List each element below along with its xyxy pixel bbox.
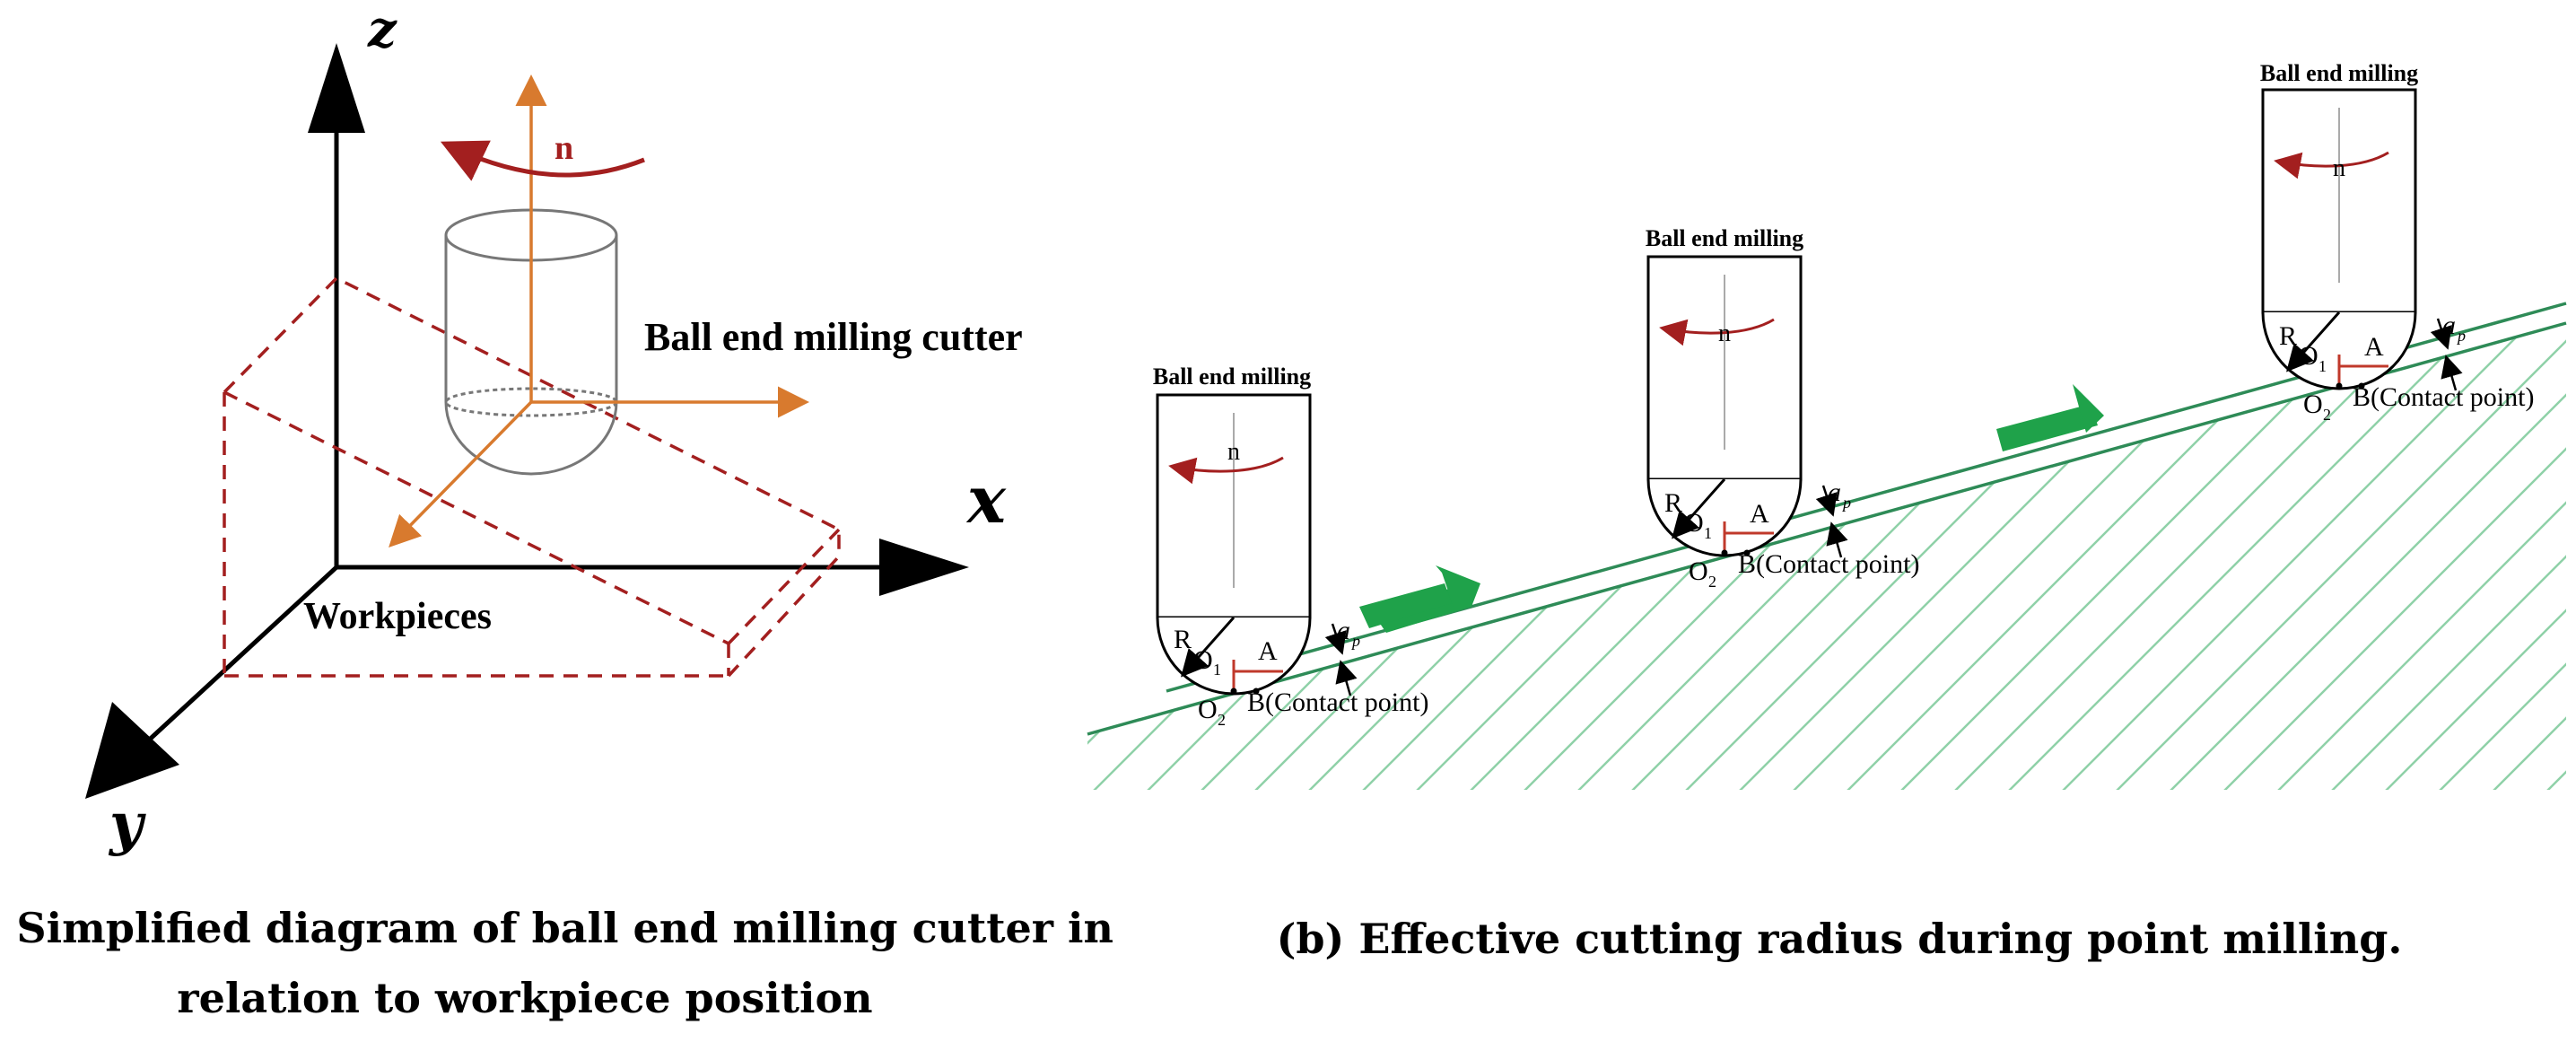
tool-2-center2: O [1689, 556, 1708, 586]
tool-2-rotation: n [1718, 320, 1731, 347]
tool-3-center2-sub: 2 [2323, 406, 2331, 424]
workpiece-label: Workpieces [303, 596, 492, 637]
tool-2-contact: B(Contact point) [1738, 549, 1919, 579]
tool-3-center1-sub: 1 [2318, 357, 2327, 375]
y-axis-arrowhead [85, 702, 179, 799]
tool-1-depth: a [1337, 616, 1350, 645]
tool-2-point-a: A [1750, 499, 1769, 529]
tool-1-point-a: A [1258, 636, 1278, 666]
tool-3-rotation: n [2333, 154, 2345, 182]
tool-2-depth-sub: p [1841, 494, 1851, 512]
coordinate-axes [85, 43, 969, 799]
z-axis-arrowhead [308, 43, 365, 133]
tool-2 [1646, 255, 1848, 558]
caption-b: (b) Effective cutting radius during poin… [1277, 915, 2403, 963]
panel-a: z x y Workpieces n [0, 0, 1113, 1022]
tool-2-radius: R [1664, 488, 1682, 518]
tool-3 [2261, 88, 2463, 391]
rotation-label: n [554, 129, 573, 167]
rotation-arrow [440, 140, 645, 181]
tool-3-radius: R [2279, 321, 2297, 351]
tool-2-depth: a [1828, 477, 1841, 507]
panel-b: Ball end milling n R O 1 A O 2 B(Contact… [1087, 60, 2567, 963]
tool-3-depth-sub: p [2456, 327, 2466, 345]
y-axis-label: y [108, 791, 146, 858]
x-axis-label: x [965, 461, 1007, 538]
tool-1-center1-sub: 1 [1213, 661, 1221, 679]
tool-1-depth-sub: p [1350, 632, 1360, 650]
tool-3-depth: a [2442, 311, 2456, 340]
cutter-label: Ball end milling cutter [644, 315, 1023, 359]
tool-2-center1: O [1684, 508, 1704, 538]
tool-3-point-a: A [2364, 332, 2384, 362]
tool-3-label: Ball end milling [2260, 60, 2418, 86]
tool-1-label: Ball end milling [1153, 363, 1311, 390]
tool-1-contact: B(Contact point) [1247, 688, 1428, 717]
tool-1-center2: O [1198, 695, 1218, 724]
workpiece-box [223, 276, 841, 678]
z-axis-label: z [367, 0, 397, 59]
caption-a-line2: relation to workpiece position [177, 974, 872, 1022]
x-axis-arrowhead [879, 539, 969, 596]
tool-1-radius: R [1174, 625, 1192, 654]
tool-1-center1: O [1193, 645, 1213, 675]
tool-1-rotation: n [1227, 438, 1240, 466]
feed-arrow-2 [1996, 404, 2098, 451]
tool-2-label: Ball end milling [1646, 225, 1803, 251]
workpiece-hatch [1087, 323, 2566, 790]
tool-3-contact: B(Contact point) [2353, 382, 2534, 412]
tool-3-center2: O [2303, 390, 2323, 419]
tool-1 [1156, 393, 1358, 696]
tool-2-center1-sub: 1 [1704, 524, 1712, 542]
tool-2-center2-sub: 2 [1708, 573, 1716, 591]
tool-3-center1: O [2299, 341, 2318, 371]
caption-a-line1: (a) Simplified diagram of ball end milli… [0, 904, 1113, 952]
tool-1-center2-sub: 2 [1218, 711, 1226, 729]
tool-axes [389, 74, 809, 547]
